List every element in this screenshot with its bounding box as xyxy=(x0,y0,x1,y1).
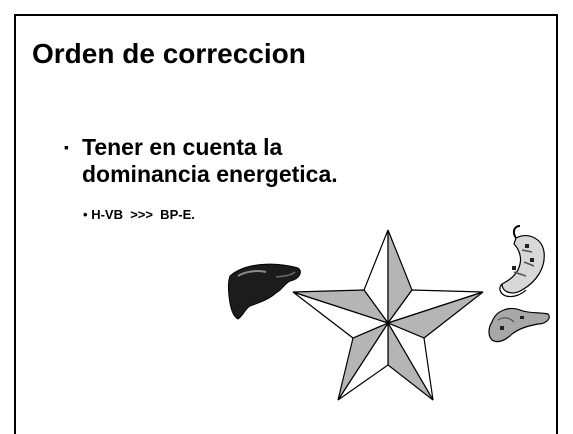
sub-bullet-marker: • xyxy=(83,207,88,222)
bullet-marker: ▪ xyxy=(64,139,69,155)
slide-title: Orden de correccion xyxy=(32,38,306,69)
bullet-text: Tener en cuenta la dominancia energetica… xyxy=(82,134,338,187)
stomach-icon xyxy=(499,225,545,298)
star-icon xyxy=(292,229,484,401)
sub-bullet-item: • H-VB >>> BP-E. xyxy=(83,207,195,222)
liver-icon xyxy=(227,263,301,320)
pancreas-icon xyxy=(488,307,550,343)
sub-bullet-text: H-VB >>> BP-E. xyxy=(91,207,195,222)
slide-frame xyxy=(14,14,558,434)
